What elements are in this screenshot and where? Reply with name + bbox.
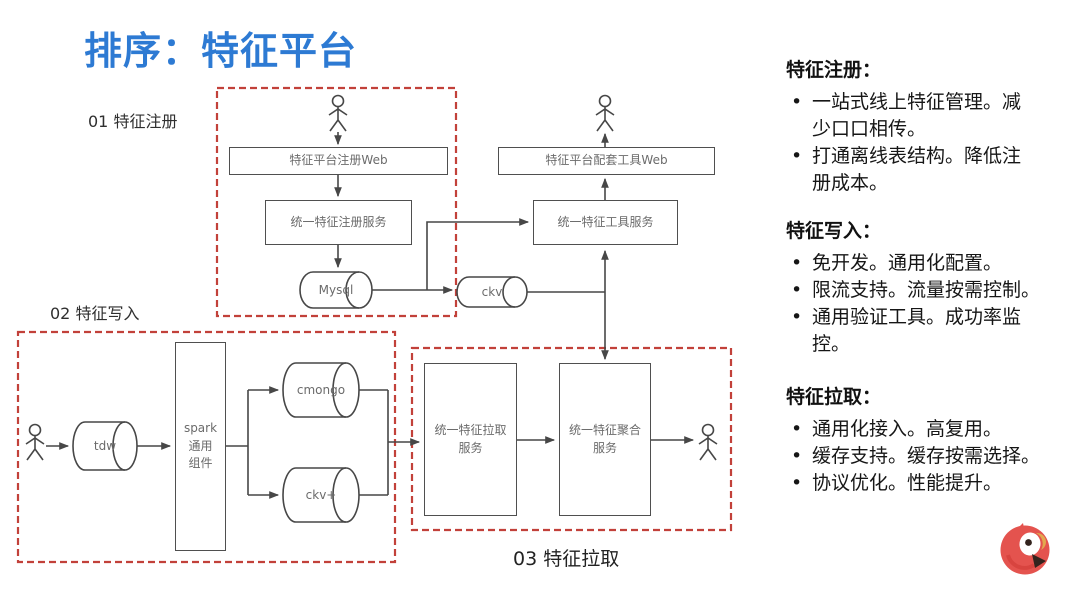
page-title: 排序：特征平台 bbox=[84, 29, 358, 73]
bullet-item: 通用化接入。高复用。 bbox=[786, 416, 1050, 443]
section-frame-write bbox=[16, 330, 397, 564]
panel-feature-register: 特征注册： 一站式线上特征管理。减 少口口相传。 打通离线表结构。降低注 册成本… bbox=[786, 55, 1050, 197]
mysql-cylinder-icon bbox=[299, 271, 373, 309]
bullet-item: 免开发。通用化配置。 bbox=[786, 250, 1050, 277]
ckv-cylinder-icon bbox=[456, 276, 528, 308]
panel-feature-write: 特征写入： 免开发。通用化配置。 限流支持。流量按需控制。 通用验证工具。成功率… bbox=[786, 216, 1050, 358]
diagram-arrows bbox=[46, 132, 695, 499]
cmongo-cylinder-icon bbox=[282, 362, 360, 418]
bullet-item: 限流支持。流量按需控制。 bbox=[786, 277, 1050, 304]
panel-heading-write: 特征写入： bbox=[786, 220, 882, 242]
panel-list-register: 一站式线上特征管理。减 少口口相传。 打通离线表结构。降低注 册成本。 bbox=[786, 89, 1050, 197]
node-spark-component: spark 通用 组件 bbox=[175, 342, 226, 551]
section-label-03: 03 特征拉取 bbox=[513, 548, 620, 570]
bullet-item: 缓存支持。缓存按需选择。 bbox=[786, 443, 1050, 470]
actor-icon-consumer-user bbox=[698, 423, 718, 461]
node-pull-service: 统一特征拉取 服务 bbox=[424, 363, 517, 516]
tdw-cylinder-icon bbox=[72, 421, 138, 471]
bullet-item: 协议优化。性能提升。 bbox=[786, 470, 1050, 497]
ckv-plus-cylinder-icon bbox=[282, 467, 360, 523]
actor-icon-register-user bbox=[328, 94, 348, 132]
bullet-item: 一站式线上特征管理。减 少口口相传。 bbox=[786, 89, 1050, 143]
node-aggregate-service: 统一特征聚合 服务 bbox=[559, 363, 651, 516]
section-frame-pull bbox=[410, 346, 733, 532]
node-register-service: 统一特征注册服务 bbox=[265, 200, 412, 245]
red-bird-logo-icon bbox=[1000, 523, 1050, 575]
bullet-item: 通用验证工具。成功率监控。 bbox=[786, 304, 1050, 358]
node-tool-service: 统一特征工具服务 bbox=[533, 200, 678, 245]
node-tool-web: 特征平台配套工具Web bbox=[498, 147, 715, 175]
panel-list-write: 免开发。通用化配置。 限流支持。流量按需控制。 通用验证工具。成功率监控。 bbox=[786, 250, 1050, 358]
actor-icon-writer-user bbox=[25, 423, 45, 461]
panel-feature-pull: 特征拉取： 通用化接入。高复用。 缓存支持。缓存按需选择。 协议优化。性能提升。 bbox=[786, 382, 1050, 497]
panel-heading-pull: 特征拉取： bbox=[786, 386, 882, 408]
actor-icon-tool-user bbox=[595, 94, 615, 132]
node-register-web: 特征平台注册Web bbox=[229, 147, 448, 175]
panel-heading-register: 特征注册： bbox=[786, 59, 882, 81]
section-frame-register bbox=[215, 86, 458, 318]
bullet-item: 打通离线表结构。降低注 册成本。 bbox=[786, 143, 1050, 197]
section-label-01: 01 特征注册 bbox=[88, 112, 178, 131]
panel-list-pull: 通用化接入。高复用。 缓存支持。缓存按需选择。 协议优化。性能提升。 bbox=[786, 416, 1050, 497]
section-label-02: 02 特征写入 bbox=[50, 304, 140, 323]
